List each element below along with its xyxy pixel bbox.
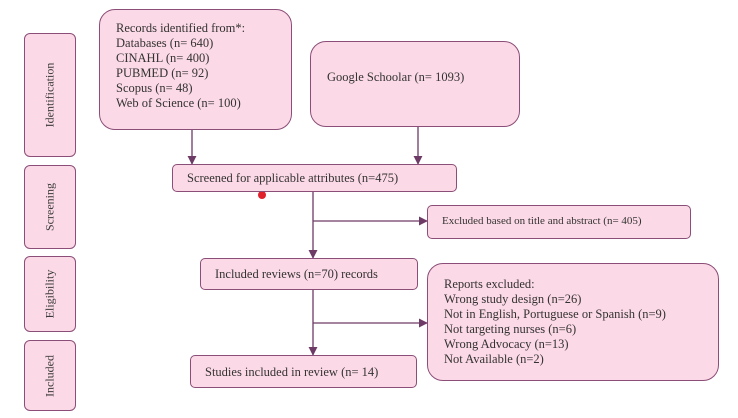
- stage-screening: Screening: [24, 165, 76, 249]
- stage-identification: Identification: [24, 33, 76, 157]
- stage-eligibility: Eligibility: [24, 256, 76, 332]
- studies-included-label: Studies included in review (n= 14): [205, 365, 379, 379]
- records-line-cinahl: CINAHL (n= 400): [116, 51, 210, 65]
- records-heading: Records identified from*:: [116, 21, 246, 35]
- reports-line-advocacy: Wrong Advocacy (n=13): [444, 337, 569, 351]
- reports-line-not-available: Not Available (n=2): [444, 352, 544, 366]
- records-line-scopus: Scopus (n= 48): [116, 81, 193, 95]
- reports-heading: Reports excluded:: [444, 277, 535, 291]
- records-line-pubmed: PUBMED (n= 92): [116, 66, 209, 80]
- studies-included-box: Studies included in review (n= 14): [190, 355, 417, 388]
- reports-line-study-design: Wrong study design (n=26): [444, 292, 582, 306]
- red-dot-marker: [258, 191, 266, 199]
- reports-line-language: Not in English, Portuguese or Spanish (n…: [444, 307, 666, 321]
- screened-label: Screened for applicable attributes (n=47…: [187, 171, 399, 185]
- excluded-title-box: Excluded based on title and abstract (n=…: [427, 205, 691, 239]
- included-reviews-box: Included reviews (n=70) records: [200, 258, 418, 290]
- google-scholar-box: Google Schoolar (n= 1093): [310, 41, 520, 127]
- screened-box: Screened for applicable attributes (n=47…: [172, 164, 457, 192]
- records-line-wos: Web of Science (n= 100): [116, 96, 241, 110]
- reports-line-nurses: Not targeting nurses (n=6): [444, 322, 577, 336]
- records-line-databases: Databases (n= 640): [116, 36, 214, 50]
- reports-excluded-box: Reports excluded: Wrong study design (n=…: [427, 263, 719, 381]
- records-identified-box: Records identified from*: Databases (n= …: [99, 9, 292, 130]
- included-reviews-label: Included reviews (n=70) records: [215, 267, 378, 281]
- stage-included: Included: [24, 340, 76, 411]
- excluded-title-label: Excluded based on title and abstract (n=…: [442, 215, 642, 227]
- google-scholar-label: Google Schoolar (n= 1093): [327, 70, 465, 84]
